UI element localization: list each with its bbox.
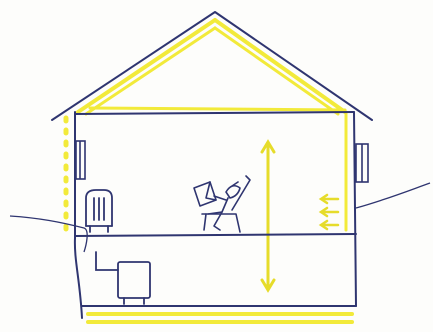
hair bbox=[231, 181, 239, 187]
roof-insulation-left-inner bbox=[84, 26, 217, 116]
arrow-head-down bbox=[260, 278, 276, 293]
floor-line bbox=[74, 233, 357, 237]
insulation-layer bbox=[63, 18, 354, 324]
ground-line-right bbox=[355, 182, 431, 209]
inward-arrows bbox=[318, 193, 340, 231]
left-wall-lower bbox=[73, 237, 83, 319]
newspaper-fold bbox=[205, 181, 217, 201]
roof-insulation-right bbox=[213, 18, 347, 114]
inward-arrow bbox=[318, 206, 340, 218]
roof-insulation-left bbox=[76, 18, 217, 114]
person-head bbox=[225, 184, 241, 199]
right-wall bbox=[353, 111, 357, 307]
radiator bbox=[85, 189, 113, 233]
boiler-body bbox=[117, 261, 151, 299]
attic-floor-insulation bbox=[88, 106, 347, 112]
person-arm bbox=[213, 195, 227, 201]
roof-outline bbox=[51, 11, 373, 121]
boiler-pipe bbox=[95, 251, 119, 271]
ceiling-line bbox=[74, 111, 355, 115]
boiler bbox=[95, 251, 151, 305]
ground-line-left bbox=[9, 215, 88, 253]
person-legs bbox=[213, 211, 223, 231]
double-headed-vertical-arrow bbox=[260, 139, 276, 293]
arrow-head-up bbox=[260, 139, 276, 154]
inward-arrow bbox=[318, 193, 340, 205]
house-cross-section bbox=[51, 11, 373, 319]
roof-insulation-right-inner bbox=[213, 26, 340, 116]
radiator-body bbox=[85, 189, 113, 227]
person-reading-in-chair bbox=[193, 175, 251, 233]
window bbox=[355, 143, 369, 183]
window bbox=[75, 140, 86, 180]
chair-back bbox=[231, 175, 251, 211]
inward-arrow bbox=[318, 219, 340, 231]
